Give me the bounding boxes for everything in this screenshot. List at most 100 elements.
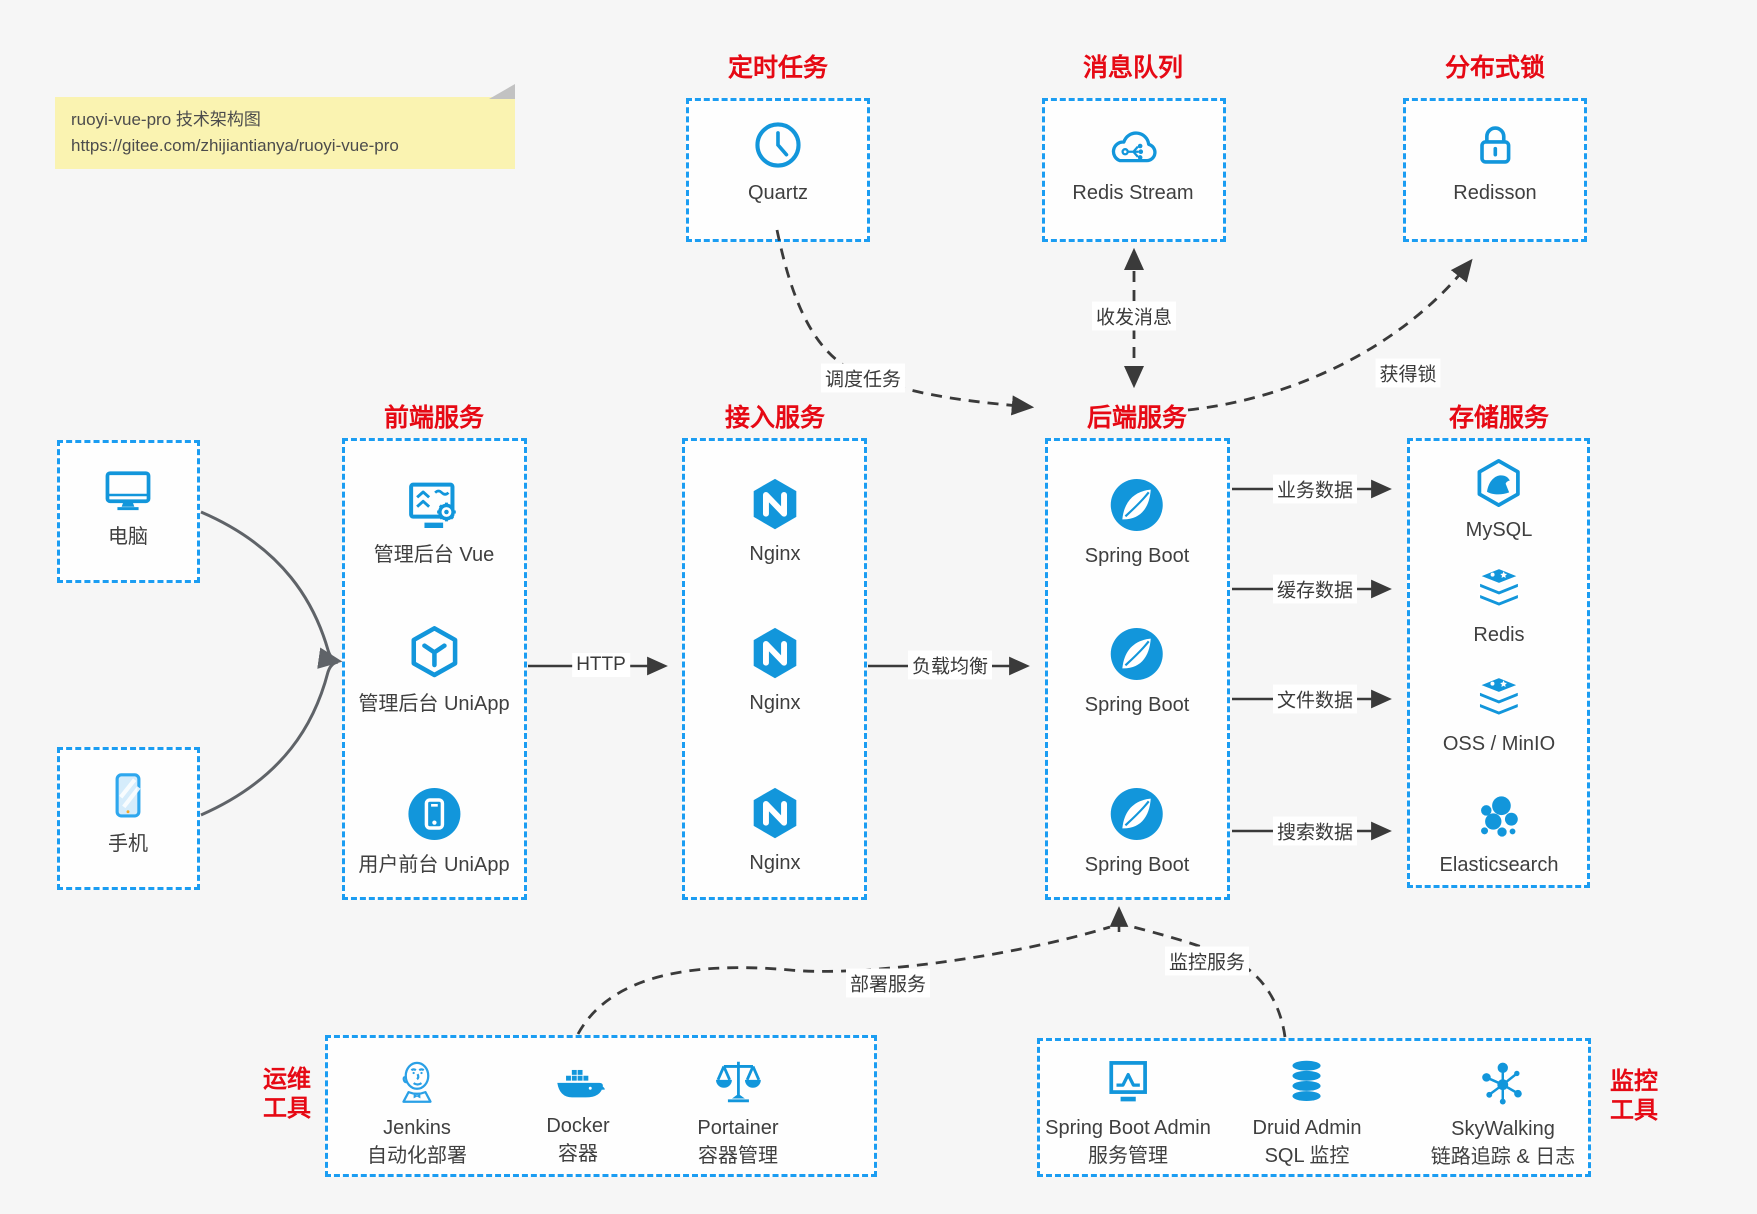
title-monitoring-line1: 监控 xyxy=(1610,1068,1658,1095)
portainer-desc: 容器管理 xyxy=(698,1145,778,1167)
redis-stream-item: Redis Stream xyxy=(1072,118,1194,206)
elasticsearch-icon xyxy=(1481,796,1519,837)
label-cache: 缓存数据 xyxy=(1272,574,1358,604)
title-ops-line2: 工具 xyxy=(263,1094,311,1122)
druid-admin-item: Druid Admin SQL 监控 xyxy=(1252,1055,1362,1169)
user-uniapp-label: 用户前台 UniApp xyxy=(358,854,510,876)
nginx-label: Nginx xyxy=(749,692,801,714)
clock-icon xyxy=(755,122,801,168)
note-url: https://gitee.com/zhijiantianya/ruoyi-vu… xyxy=(71,136,399,156)
spring-boot-item: Spring Boot xyxy=(1084,782,1190,878)
admin-vue-icon xyxy=(409,482,456,528)
label-load-balance: 负载均衡 xyxy=(907,650,993,680)
label-business: 业务数据 xyxy=(1272,474,1358,504)
label-http: HTTP xyxy=(572,653,630,677)
lock-icon xyxy=(1479,126,1511,164)
nginx-item: Nginx xyxy=(744,473,806,567)
timer-box xyxy=(686,98,870,242)
redisson-label: Redisson xyxy=(1453,182,1537,204)
admin-uniapp-item: 管理后台 UniApp xyxy=(358,621,510,717)
oss-minio-icon xyxy=(1478,676,1520,717)
phone-label: 手机 xyxy=(108,833,148,855)
spring-boot-admin-icon xyxy=(1109,1061,1147,1102)
nginx-icon xyxy=(753,787,797,839)
redis-item: Redis xyxy=(1471,560,1527,648)
nginx-icon xyxy=(753,627,797,679)
druid-icon xyxy=(1292,1060,1322,1102)
docker-name: Docker xyxy=(546,1115,610,1137)
spring-boot-icon xyxy=(1110,788,1163,840)
title-storage: 存储服务 xyxy=(1448,404,1550,432)
admin-vue-label: 管理后台 Vue xyxy=(373,544,495,566)
edge-monitor xyxy=(1125,923,1287,1038)
oss-minio-label: OSS / MinIO xyxy=(1442,733,1556,755)
redis-icon xyxy=(1478,567,1520,608)
spring-boot-icon xyxy=(1110,479,1163,531)
skywalking-desc: 链路追踪 & 日志 xyxy=(1430,1146,1576,1168)
user-uniapp-item: 用户前台 UniApp xyxy=(358,782,510,878)
jenkins-icon xyxy=(402,1061,432,1103)
nginx-label: Nginx xyxy=(749,852,801,874)
skywalking-item: SkyWalking 链路追踪 & 日志 xyxy=(1431,1056,1575,1170)
jenkins-item: Jenkins 自动化部署 xyxy=(367,1055,467,1169)
oss-minio-item: OSS / MinIO xyxy=(1443,669,1555,757)
pc-item: 电脑 xyxy=(98,462,158,550)
quartz-label: Quartz xyxy=(747,182,809,204)
title-mq: 消息队列 xyxy=(1082,54,1184,82)
label-message: 收发消息 xyxy=(1091,301,1177,331)
label-deploy: 部署服务 xyxy=(845,968,931,998)
jenkins-name: Jenkins xyxy=(383,1117,451,1139)
label-schedule: 调度任务 xyxy=(820,363,906,393)
docker-item: Docker 容器 xyxy=(546,1057,610,1167)
spring-boot-label: Spring Boot xyxy=(1084,854,1190,876)
title-frontend: 前端服务 xyxy=(383,404,485,432)
redis-label: Redis xyxy=(1473,624,1525,646)
spring-boot-admin-item: Spring Boot Admin 服务管理 xyxy=(1045,1053,1211,1169)
jenkins-desc: 自动化部署 xyxy=(367,1145,467,1167)
title-gateway: 接入服务 xyxy=(724,404,826,432)
pc-box xyxy=(57,440,200,583)
note-title: ruoyi-vue-pro 技术架构图 xyxy=(71,110,261,129)
label-search: 搜索数据 xyxy=(1272,816,1358,846)
phone-item: 手机 xyxy=(99,767,157,857)
quartz-item: Quartz xyxy=(748,116,808,206)
uniapp-cube-icon xyxy=(411,626,457,678)
lock-box xyxy=(1403,98,1587,242)
druid-admin-name: Druid Admin xyxy=(1252,1117,1362,1139)
spring-boot-admin-name: Spring Boot Admin xyxy=(1045,1117,1211,1139)
elasticsearch-item: Elasticsearch xyxy=(1440,790,1558,878)
edge-deploy xyxy=(576,925,1111,1035)
spring-boot-label: Spring Boot xyxy=(1084,545,1190,567)
skywalking-name: SkyWalking xyxy=(1451,1118,1555,1140)
note-fold-corner xyxy=(489,84,515,99)
spring-boot-item: Spring Boot xyxy=(1084,473,1190,569)
title-timer: 定时任务 xyxy=(727,54,829,82)
title-monitoring-line2: 工具 xyxy=(1610,1096,1658,1124)
spring-boot-icon xyxy=(1110,628,1163,680)
title-ops: 运维 工具 xyxy=(263,1066,311,1124)
nginx-item: Nginx xyxy=(744,622,806,716)
phone-box xyxy=(57,747,200,890)
mq-box xyxy=(1042,98,1226,242)
mysql-item: MySQL xyxy=(1465,455,1533,543)
admin-uniapp-label: 管理后台 UniApp xyxy=(358,693,510,715)
title-backend: 后端服务 xyxy=(1086,404,1188,432)
pc-label: 电脑 xyxy=(108,526,148,548)
title-ops-line1: 运维 xyxy=(263,1066,311,1093)
portainer-name: Portainer xyxy=(697,1117,779,1139)
nginx-item: Nginx xyxy=(744,782,806,876)
ops-box xyxy=(325,1035,877,1177)
portainer-item: Portainer 容器管理 xyxy=(697,1053,779,1169)
docker-icon xyxy=(556,1069,605,1098)
redisson-item: Redisson xyxy=(1453,116,1537,206)
mysql-label: MySQL xyxy=(1465,519,1533,541)
mysql-icon xyxy=(1477,458,1521,508)
title-monitoring: 监控 工具 xyxy=(1610,1068,1658,1126)
portainer-icon xyxy=(715,1061,761,1103)
skywalking-icon xyxy=(1482,1062,1523,1105)
redis-stream-label: Redis Stream xyxy=(1072,182,1194,204)
label-file: 文件数据 xyxy=(1272,684,1358,714)
nginx-label: Nginx xyxy=(749,543,801,565)
message-cloud-icon xyxy=(1111,131,1157,163)
